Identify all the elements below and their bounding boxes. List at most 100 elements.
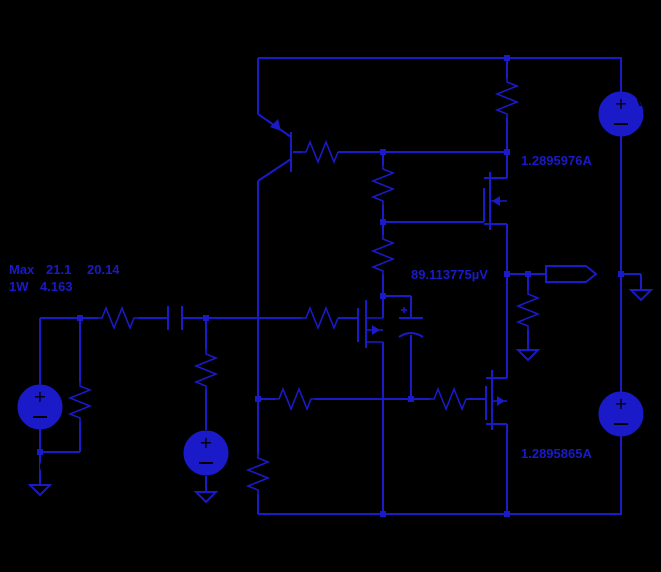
r1-name[interactable]: R1 — [475, 76, 492, 91]
r8-value[interactable]: 1k — [353, 192, 368, 207]
c2-name[interactable]: C2 — [419, 304, 436, 319]
junction-dot — [255, 396, 261, 402]
c2-plate-bottom — [398, 332, 424, 338]
r21-name[interactable]: R21 — [541, 294, 565, 309]
junction-dot — [380, 219, 386, 225]
r25-value[interactable]: 39 — [353, 266, 367, 281]
v2-symbol — [598, 391, 644, 437]
v3-source[interactable]: SINE(0 4.163 {f}) — [9, 458, 109, 473]
ground-icon — [515, 349, 541, 362]
directive-options[interactable]: .options plotwinsize=0 — [9, 108, 148, 123]
m3-name[interactable]: M3 — [317, 350, 335, 365]
junction-dot — [380, 149, 386, 155]
v2-plus: + — [614, 394, 627, 413]
ground-icon — [27, 484, 53, 497]
r10-name[interactable]: R10 — [434, 372, 458, 387]
v4-plus: + — [199, 433, 212, 452]
capacitors — [167, 306, 424, 338]
r11-value[interactable]: 2k7 — [283, 411, 305, 426]
v1-name[interactable]: V1 — [636, 94, 652, 109]
r25-symbol — [370, 235, 396, 275]
r7-symbol — [302, 305, 339, 331]
v1-symbol — [598, 91, 644, 137]
v4-value[interactable]: .1853 — [155, 474, 188, 489]
v3-value[interactable]: AC 1 — [6, 366, 36, 381]
junction-dot — [380, 511, 386, 517]
r6-name[interactable]: R6 — [173, 356, 190, 371]
v3-symbol — [17, 384, 63, 430]
r7-name[interactable]: R7 — [314, 289, 331, 304]
transistors — [270, 119, 507, 430]
r5-symbol — [245, 454, 271, 494]
v2-name[interactable]: V2 — [636, 382, 652, 397]
directive-tran[interactable]: .tran 0 {5/f} {1/f} {1/(f*8191)} — [9, 154, 177, 169]
r4-name[interactable]: R4 — [94, 386, 111, 401]
ground-icon — [193, 491, 219, 504]
r10-value[interactable]: 100 — [437, 411, 459, 426]
r3-value[interactable]: 1k — [111, 329, 126, 344]
rbias1-symbol — [302, 139, 339, 165]
c1-name[interactable]: C1 — [165, 289, 182, 304]
junction-dot — [504, 55, 510, 61]
r3-name[interactable]: R3 — [108, 289, 125, 304]
r4-symbol — [67, 382, 93, 422]
directive-four[interactable]: .four {f} 9 -1 V(OUT) — [9, 92, 130, 107]
junction-dot — [525, 271, 531, 277]
grounds — [27, 289, 654, 504]
v2-value[interactable]: 24 — [636, 434, 651, 449]
stats-max-b: 20.14 — [87, 262, 120, 277]
q1-model[interactable]: BD140 — [200, 130, 240, 145]
rbias1-name[interactable]: Rbias1 — [300, 123, 343, 138]
wire-vcc-rail — [258, 57, 622, 92]
m2-model[interactable]: IRFP9240C — [511, 421, 580, 436]
junction-dot — [77, 315, 83, 321]
r8-name[interactable]: R8 — [351, 168, 368, 183]
out-port-flag[interactable] — [545, 265, 598, 283]
r25-name[interactable]: R25 — [341, 240, 365, 255]
c2-value[interactable]: 220µ — [419, 335, 448, 350]
v3-name[interactable]: V3 — [6, 346, 22, 361]
r6-symbol — [193, 350, 219, 390]
r11-name[interactable]: R11 — [281, 372, 304, 387]
junction-dot — [380, 293, 386, 299]
vdd-label: VDD — [605, 515, 632, 530]
directive-lib[interactable]: .lib pwrmos.lib — [9, 60, 100, 75]
vcc-label: VCC — [605, 40, 633, 55]
r7-value[interactable]: 100 — [314, 329, 336, 344]
m1-name[interactable]: M1 — [511, 184, 529, 199]
rbias1-value[interactable]: 2k7 — [312, 163, 334, 178]
directive-param[interactable]: .param F=1k — [9, 232, 86, 247]
component-labels: R1 .68 V1 24 V2 24 BD140 Q1 Rbias1 2k7 R… — [6, 76, 652, 497]
v1-value[interactable]: 24 — [636, 134, 651, 149]
junction-dot — [37, 449, 43, 455]
m1-current-readout: 1.2895976A — [521, 153, 592, 168]
directive-inc[interactable]: .inc Cordell-Models.txt — [9, 76, 149, 91]
c1-value[interactable]: 100n — [158, 329, 188, 344]
m3-model[interactable]: IRF9620 — [319, 376, 369, 391]
r5-name[interactable]: R5 — [270, 458, 287, 473]
junction-dot — [408, 396, 414, 402]
m2-name[interactable]: M2 — [511, 396, 529, 411]
q1-name[interactable]: Q1 — [226, 154, 243, 169]
r1-value[interactable]: .68 — [475, 98, 493, 113]
r5-value[interactable]: 1k — [270, 482, 285, 497]
r21-value[interactable]: 8 — [541, 317, 548, 332]
junction-dot — [504, 149, 510, 155]
r1-symbol — [494, 78, 520, 118]
v4-symbol — [183, 430, 229, 476]
stats-w-label: 1W — [9, 279, 29, 294]
r11-symbol — [275, 386, 315, 412]
directive-ac-commented[interactable]: ;.ac oct 20 1 1000000Meg — [9, 206, 164, 221]
m1-model[interactable]: IRFP240C — [511, 210, 572, 225]
sources: + + + + — [17, 91, 644, 476]
v4-name[interactable]: V4 — [173, 424, 190, 439]
r6-value[interactable]: 20Meg — [145, 380, 186, 395]
stats-comment: Max 21.1 20.14 1W 4.163 — [9, 262, 120, 294]
r4-value[interactable]: 100k — [94, 410, 124, 425]
ground-icon — [628, 289, 654, 302]
junction-dot — [504, 271, 510, 277]
directive-tran-commented[interactable]: ;.tran 0 {83/f} {51/f} {1/(f*8191)} — [9, 180, 196, 195]
q1-emitter-arrow — [270, 119, 281, 131]
m2-current-readout: 1.2895865A — [521, 446, 592, 461]
stats-max-label: Max — [9, 262, 35, 277]
